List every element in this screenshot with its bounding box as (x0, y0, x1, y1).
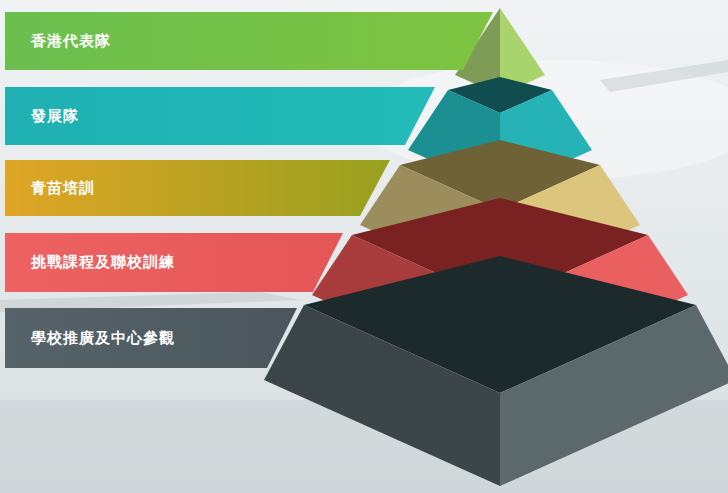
banner-label: 青苗培訓 (5, 160, 390, 198)
banner-fill (5, 308, 297, 368)
level-banner: 發展隊 (5, 87, 435, 145)
banner-label: 發展隊 (5, 87, 435, 126)
banner-fill (5, 233, 343, 292)
banner-fill (5, 160, 390, 216)
banner-label: 挑戰課程及聯校訓練 (5, 233, 343, 272)
level-banner: 香港代表隊 (5, 12, 493, 70)
photo-oar (600, 60, 728, 92)
banner-label: 香港代表隊 (5, 12, 493, 51)
banner-fill (5, 87, 435, 145)
level-banner: 學校推廣及中心參觀 (5, 308, 297, 368)
level-banner: 挑戰課程及聯校訓練 (5, 233, 343, 292)
level-banner: 青苗培訓 (5, 160, 390, 216)
banner-label: 學校推廣及中心參觀 (5, 308, 297, 348)
pyramid-face (500, 305, 728, 486)
banner-fill (5, 12, 493, 70)
pyramid-face (264, 305, 500, 486)
